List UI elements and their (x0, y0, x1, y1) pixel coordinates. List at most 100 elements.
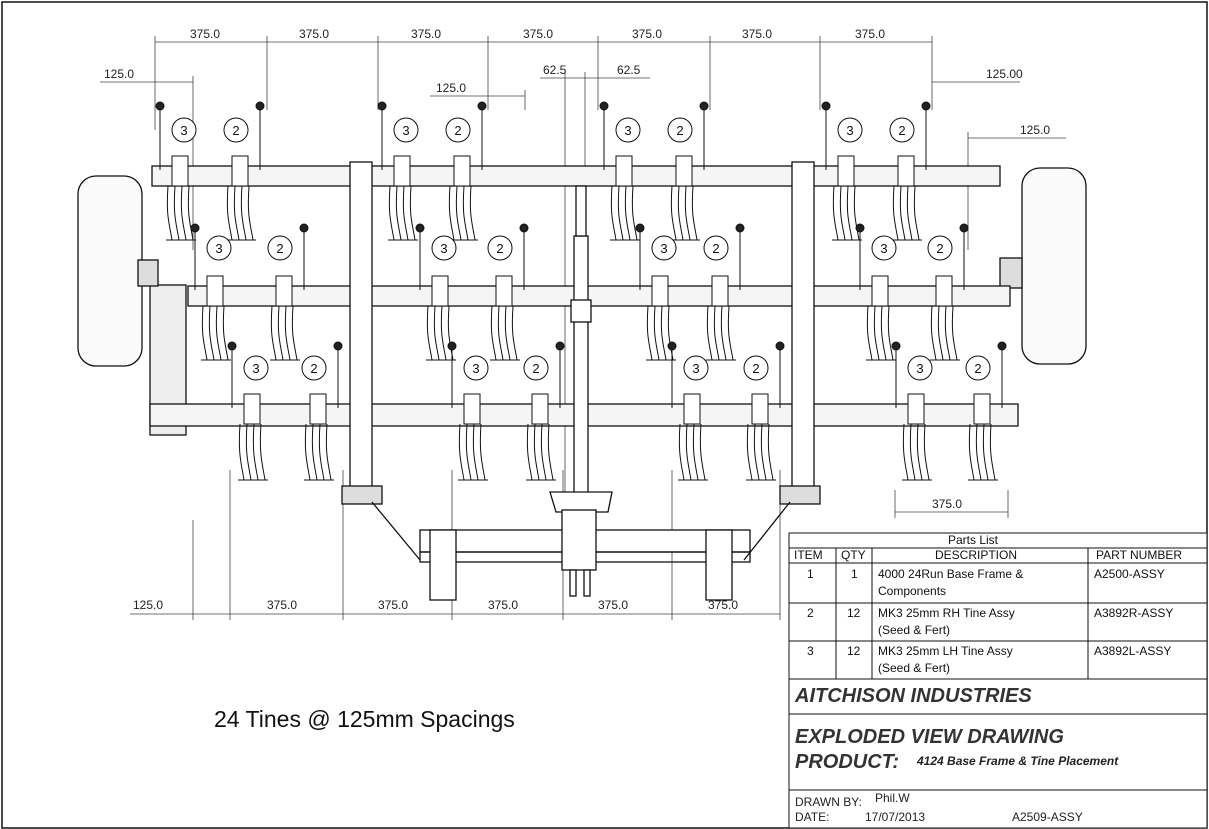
tine-strip (465, 423, 472, 481)
tine-strip (259, 423, 266, 481)
dim-top-4: 375.0 (523, 27, 553, 41)
parts-row-part: A3892L-ASSY (1094, 644, 1171, 658)
hitch-plate (549, 491, 613, 513)
date-label: DATE: (795, 810, 829, 824)
tine-strip (277, 305, 284, 361)
tine-clamp (675, 155, 693, 187)
dim-right-125: 125.00 (986, 67, 1023, 81)
item-balloon (267, 235, 293, 261)
tine-assembly (448, 101, 487, 241)
tine-strip (916, 423, 923, 481)
tine-assembly (599, 101, 640, 241)
tine-knob (227, 341, 237, 351)
tine-assembly (930, 223, 969, 361)
tine-clamp (393, 155, 411, 187)
tine-strip (291, 305, 298, 361)
tine-strip (646, 305, 653, 361)
item-balloon-label: 3 (916, 361, 923, 376)
item-balloon-label: 2 (936, 241, 943, 256)
tine-assembly (226, 101, 265, 241)
parts-row-part: A2500-ASSY (1094, 567, 1165, 581)
tine-clamp (309, 393, 327, 425)
tine-strip (892, 185, 899, 241)
tine-strip (846, 185, 853, 241)
tine-knob (155, 101, 165, 111)
tine-strip (180, 185, 187, 241)
parts-row-item: 1 (807, 567, 814, 581)
tine-strip (540, 423, 547, 481)
tine-strip (325, 423, 332, 481)
top-dimension-labels: 375.0 375.0 375.0 375.0 375.0 375.0 375.… (190, 27, 885, 41)
parts-row-desc-line1: 4000 24Run Base Frame & (878, 567, 1023, 581)
tine-assembly (821, 101, 862, 241)
drawn-by-label: DRAWN BY: (795, 795, 862, 809)
tine-strip (880, 305, 887, 361)
tine-strip (944, 305, 951, 361)
tine-strip (409, 185, 416, 241)
tine-knob (447, 341, 457, 351)
tine-strip (899, 185, 906, 241)
product-label: PRODUCT: (795, 751, 899, 773)
tine-strip (201, 305, 208, 361)
item-balloon-label: 3 (252, 361, 259, 376)
tine-assembly (415, 223, 456, 361)
tine-strip (839, 185, 846, 241)
tine-assembly (490, 223, 529, 361)
item-balloon (927, 235, 953, 261)
tine-strip (685, 423, 692, 481)
item-balloon-label: 2 (454, 123, 461, 138)
tine-clamp (463, 393, 481, 425)
dim-lower-right: 375.0 (932, 497, 962, 511)
tine-assembly (635, 223, 676, 361)
company-name: AITCHISON INDUSTRIES (794, 685, 1032, 707)
tine-strip (610, 185, 617, 241)
tine-strip (989, 423, 996, 481)
dim-top-3: 375.0 (411, 27, 441, 41)
parts-header-item: ITEM (794, 548, 823, 562)
tine-clamp (711, 275, 729, 307)
tine-strip (233, 185, 240, 241)
tine-assembly (447, 341, 488, 481)
tine-knob (477, 101, 487, 111)
tine-strip (684, 185, 691, 241)
item-balloon-label: 2 (496, 241, 503, 256)
tine-strip (304, 423, 311, 481)
item-balloon (243, 355, 269, 381)
tine-strip (832, 185, 839, 241)
tine-knob (855, 223, 865, 233)
frame (77, 161, 1087, 601)
tine-assembly (526, 341, 565, 481)
item-balloon-label: 3 (660, 241, 667, 256)
tine-clamp (171, 155, 189, 187)
tine-assembly (270, 223, 309, 361)
item-balloon-label: 2 (676, 123, 683, 138)
tine-clamp (243, 393, 261, 425)
tine-strip (631, 185, 638, 241)
tine-strip (727, 305, 734, 361)
item-balloon (889, 117, 915, 143)
parts-row-qty: 12 (847, 644, 861, 658)
tine-strip (617, 185, 624, 241)
item-balloon-label: 2 (898, 123, 905, 138)
tine-strip (222, 305, 229, 361)
dim-center-left: 62.5 (543, 63, 567, 77)
tine-strip (760, 423, 767, 481)
tine-clamp (651, 275, 669, 307)
item-balloon-label: 2 (712, 241, 719, 256)
tine-strip (166, 185, 173, 241)
parts-row-item: 3 (807, 644, 814, 658)
tine-assembly (667, 341, 708, 481)
dim-top-7: 375.0 (855, 27, 885, 41)
tine-knob (735, 223, 745, 233)
tine-strip (975, 423, 982, 481)
tine-strip (187, 185, 194, 241)
dim-bottom-5: 375.0 (598, 598, 628, 612)
parts-row-item: 2 (807, 606, 814, 620)
center-drawbar (573, 235, 589, 495)
parts-row-qty: 12 (847, 606, 861, 620)
tine-clamp (683, 393, 701, 425)
drawing-number: A2509-ASSY (1012, 810, 1083, 824)
tine-knob (699, 101, 709, 111)
